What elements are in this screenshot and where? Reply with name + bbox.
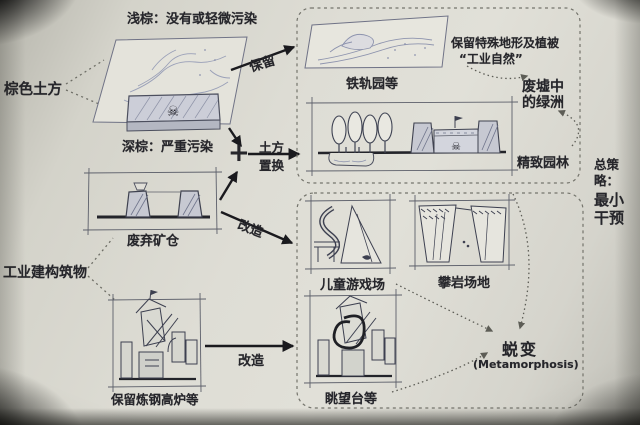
refined-garden-sketch: ☠ <box>305 96 519 176</box>
title-oasis: 废墟中 的绿洲 <box>522 79 564 111</box>
title-metamorphosis-cn: 蜕变 <box>502 340 539 359</box>
rail-garden-sketch <box>304 15 449 69</box>
plus-sign: + <box>228 138 250 168</box>
skull-icon: ☠ <box>451 140 461 153</box>
caption-rail-garden: 铁轨园等 <box>346 77 399 92</box>
strategy-emphasis: 最小干预 <box>594 191 625 227</box>
strategy-prefix: 总策略： <box>594 157 620 188</box>
note-dark-brown: 深棕：严重污染 <box>122 140 214 155</box>
label-brown-earthwork: 棕色土方 <box>4 82 62 98</box>
label-overall-strategy: 总策略： 最小干预 <box>594 157 626 227</box>
arrow-label-swap-bottom: 置换 <box>259 158 285 173</box>
caption-blast-furnace: 保留炼钢高炉等 <box>111 392 199 407</box>
climbing-site-sketch <box>408 194 516 270</box>
note-light-brown: 浅棕：没有或轻微污染 <box>127 12 258 27</box>
caption-climbing-site: 攀岩场地 <box>438 276 491 291</box>
note-preserve-terrain-line1: 保留特殊地形及植被 <box>451 36 560 50</box>
note-preserve-terrain-line2: “工业自然” <box>459 52 523 66</box>
title-metamorphosis-en: (Metamorphosis) <box>473 358 579 371</box>
soil-sheet-sketch: ☠ <box>92 36 248 132</box>
caption-refined-garden: 精致园林 <box>517 156 570 171</box>
mine-bunker-sketch <box>82 166 223 236</box>
caption-mine-bunker: 废弃矿仓 <box>127 234 180 249</box>
skull-icon: ☠ <box>167 104 180 120</box>
blast-furnace-sketch <box>107 289 207 393</box>
arrow-mine-to-plus <box>218 170 239 201</box>
caption-children-playground: 儿童游戏场 <box>320 278 386 293</box>
label-industrial-structures: 工业建构筑物 <box>3 265 87 281</box>
arrow-label-swap-top: 土方 <box>259 140 285 155</box>
title-oasis-line1: 废墟中 <box>522 79 564 95</box>
lookout-tower-sketch <box>303 289 403 388</box>
arrow-label-renovate-furnace: 改造 <box>238 354 265 369</box>
title-oasis-line2: 的绿洲 <box>522 95 564 111</box>
caption-lookout: 眺望台等 <box>325 392 378 407</box>
children-playground-sketch <box>304 194 397 274</box>
